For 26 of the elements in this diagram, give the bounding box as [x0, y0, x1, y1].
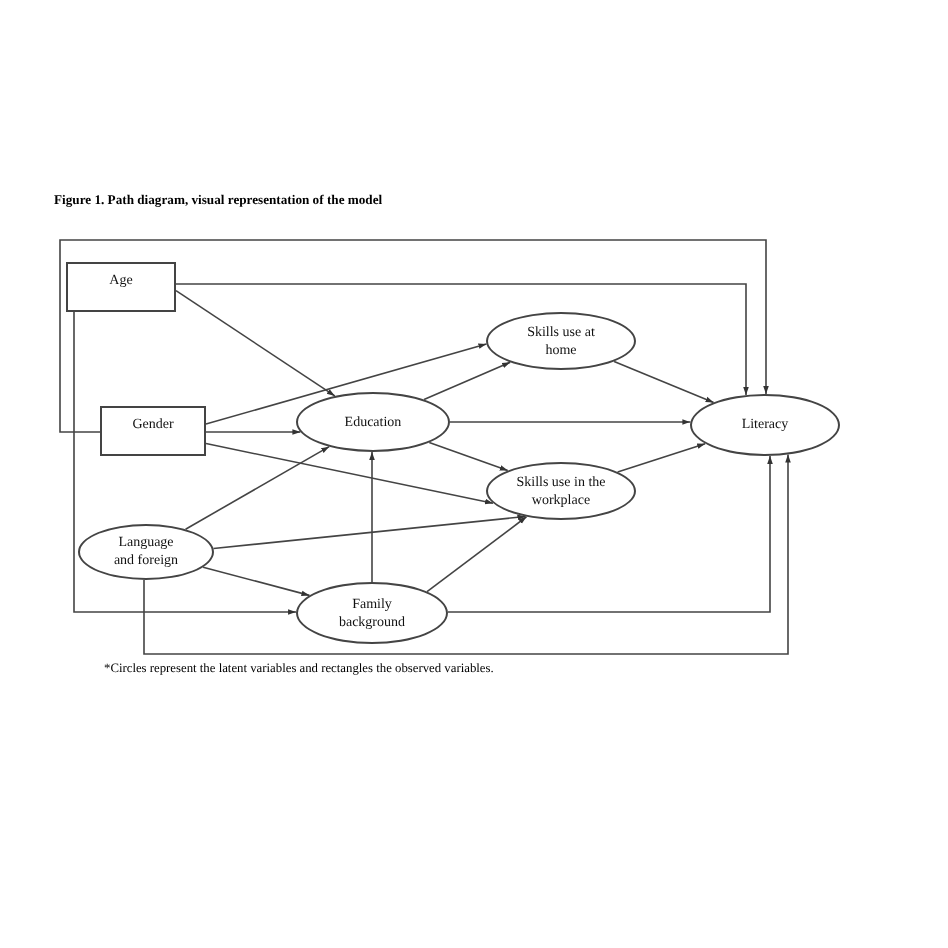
arrow — [449, 419, 692, 425]
arrow — [613, 360, 715, 404]
arrow — [423, 361, 512, 401]
latent-variable-ellipse — [690, 394, 840, 456]
arrow — [447, 455, 773, 613]
arrow — [175, 283, 749, 396]
arrow — [175, 289, 336, 397]
arrow — [369, 451, 375, 583]
arrow — [205, 442, 494, 505]
arrow — [143, 453, 791, 655]
latent-variable-ellipse — [78, 524, 214, 580]
latent-variable-ellipse — [296, 392, 450, 452]
observed-variable-box — [66, 262, 176, 312]
arrow — [184, 445, 330, 531]
latent-variable-ellipse — [486, 462, 636, 520]
arrow — [428, 441, 509, 472]
arrow — [73, 311, 297, 615]
latent-variable-ellipse — [296, 582, 448, 644]
arrow — [205, 429, 302, 435]
arrow — [426, 515, 528, 593]
arrow — [616, 442, 706, 473]
arrow — [202, 566, 311, 597]
observed-variable-box — [100, 406, 206, 456]
arrow — [59, 239, 769, 433]
arrow — [205, 343, 488, 425]
arrow — [212, 514, 527, 550]
